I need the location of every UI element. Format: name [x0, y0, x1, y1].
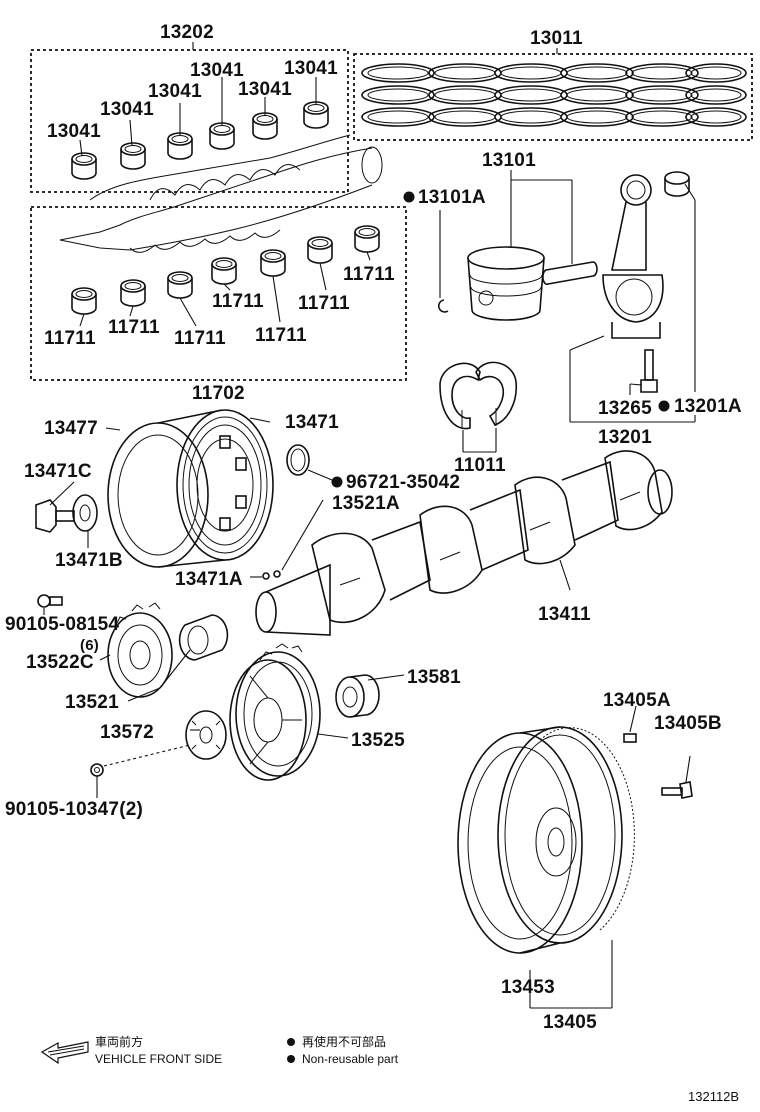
label-13041-2: 13041 — [100, 99, 154, 120]
crank-spacer — [178, 614, 229, 661]
label-13202: 13202 — [160, 22, 214, 43]
crankshaft-pulley — [107, 409, 274, 568]
legend-dot-icon — [287, 1038, 295, 1046]
label-13471A: 13471A — [175, 569, 243, 590]
gear-bolt — [37, 594, 63, 608]
label-11711-b: 11711 — [212, 291, 264, 312]
legend-direction-en: VEHICLE FRONT SIDE — [95, 1052, 222, 1066]
legend-direction-jp: 車両前方 — [95, 1034, 143, 1049]
label-90105-08154: 90105-08154 — [5, 614, 119, 635]
label-11711-f: 11711 — [174, 328, 226, 349]
label-13041-5: 13041 — [190, 60, 244, 81]
label-11711-a: 11711 — [343, 264, 395, 285]
piston-ring-group-box — [353, 53, 753, 141]
label-13522C: 13522C — [26, 652, 94, 673]
label-13265: 13265 — [598, 398, 652, 419]
label-13041-5b: 13041 — [238, 79, 292, 100]
vehicle-front-arrow-icon — [40, 1041, 89, 1065]
label-13471: 13471 — [285, 412, 339, 433]
label-13101A: 13101A — [418, 187, 486, 208]
label-13581: 13581 — [407, 667, 461, 688]
legend-nonreusable-en: Non-reusable part — [302, 1052, 399, 1066]
label-13525: 13525 — [351, 730, 405, 751]
pulley-washer — [72, 494, 98, 532]
non-reusable-markers — [331, 191, 670, 488]
connecting-rod — [602, 174, 664, 339]
label-11011: 11011 — [454, 455, 506, 476]
label-11711-c: 11711 — [298, 293, 350, 314]
cap-screw — [90, 763, 104, 777]
label-13101: 13101 — [482, 150, 536, 171]
flywheel-bolt — [661, 781, 693, 799]
piston — [467, 246, 545, 321]
label-11711-g: 11711 — [255, 325, 307, 346]
label-13201: 13201 — [598, 427, 652, 448]
piston-pin-clip — [438, 299, 449, 313]
label-13453: 13453 — [501, 977, 555, 998]
label-13521: 13521 — [65, 692, 119, 713]
label-13572: 13572 — [100, 722, 154, 743]
label-11711-e: 11711 — [44, 328, 96, 349]
diagram-id: 132112B — [688, 1089, 739, 1104]
pulley-o-ring — [286, 444, 310, 476]
label-96721-35042: 96721-35042 — [346, 472, 460, 493]
label-13405: 13405 — [543, 1012, 597, 1033]
leader-lines — [43, 42, 696, 1009]
pulley-bolt — [35, 499, 75, 533]
label-13471B: 13471B — [55, 550, 123, 571]
label-90105-08154-qty: (6) — [80, 637, 99, 654]
label-90105-10347: 90105-10347(2) — [5, 799, 143, 820]
piston-pin — [542, 261, 598, 285]
label-13041-1: 13041 — [47, 121, 101, 142]
pilot-bearing — [335, 674, 380, 718]
label-13471C: 13471C — [24, 461, 92, 482]
camshaft-bearing-group-box — [30, 49, 349, 193]
connecting-rod-bolt — [640, 349, 658, 393]
connecting-rod-bushing — [664, 171, 690, 197]
legend: 車両前方 VEHICLE FRONT SIDE 再使用不可部品 Non-reus… — [40, 1034, 399, 1066]
timing-cover-cap — [185, 710, 227, 760]
label-13011: 13011 — [530, 28, 583, 49]
oil-pump-drive-gear — [229, 643, 321, 781]
thrust-washers — [439, 361, 518, 430]
non-reusable-dot-96721 — [331, 476, 343, 488]
crankshaft-bearing-group-box — [30, 206, 407, 381]
label-13411: 13411 — [538, 604, 591, 625]
label-13405B: 13405B — [654, 713, 722, 734]
legend-dot-icon-2 — [287, 1055, 295, 1063]
legend-nonreusable-jp: 再使用不可部品 — [302, 1034, 386, 1049]
label-11702: 11702 — [192, 383, 245, 404]
label-13041-4: 13041 — [148, 81, 202, 102]
label-13201A: 13201A — [674, 396, 742, 417]
label-13041-6: 13041 — [284, 58, 338, 79]
label-11711-d: 11711 — [108, 317, 160, 338]
crankshaft — [255, 450, 673, 636]
flywheel — [457, 726, 635, 954]
piston-ring-sets — [361, 63, 747, 127]
pulley-pin — [262, 570, 281, 580]
camshaft-outline — [59, 134, 383, 253]
part-labels: 13202 13011 13041 13041 13041 13041 1304… — [5, 22, 742, 1033]
flywheel-pin — [623, 733, 637, 743]
timing-gear — [107, 602, 173, 698]
non-reusable-dot-13201A — [658, 400, 670, 412]
label-13405A: 13405A — [603, 690, 671, 711]
non-reusable-dot-13101A — [403, 191, 415, 203]
label-13477: 13477 — [44, 418, 98, 439]
label-13521A: 13521A — [332, 493, 400, 514]
